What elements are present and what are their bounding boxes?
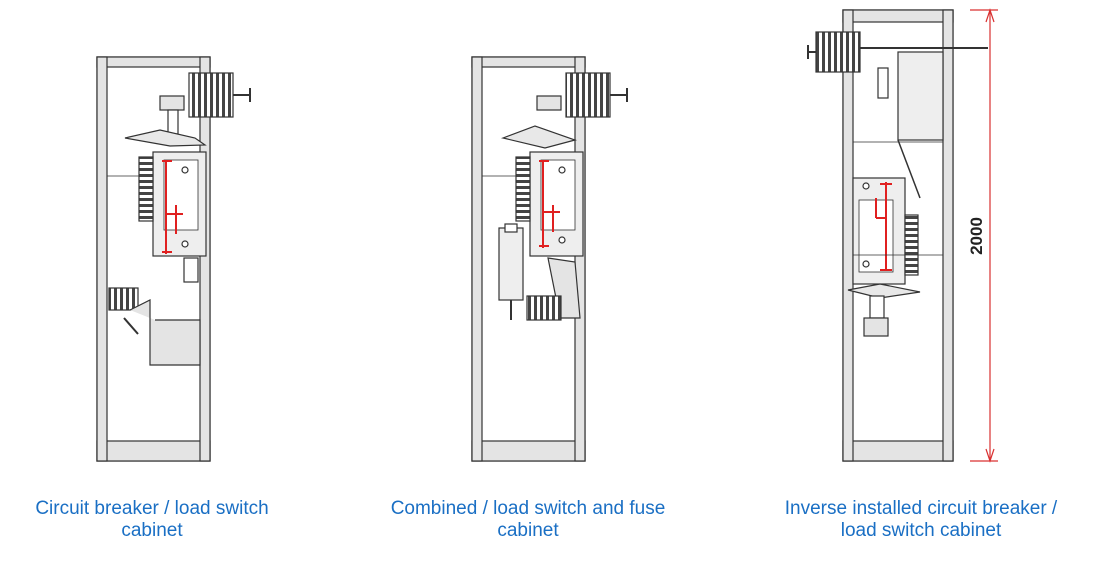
dimension-value: 2000 <box>967 217 986 255</box>
cabinet-left-post <box>471 56 483 462</box>
caption-line: cabinet <box>121 520 183 541</box>
height-dimension <box>970 8 998 463</box>
cabinet-top-bar <box>471 56 586 68</box>
bushing-insulator <box>188 72 251 118</box>
caption-line: Inverse installed circuit breaker / <box>784 498 1058 519</box>
cabinet-circuit-breaker <box>96 56 251 462</box>
cabinet-inverse-installed <box>807 9 988 462</box>
lower-insulator <box>108 287 139 311</box>
fuse-holder <box>498 227 524 301</box>
current-path <box>539 160 560 248</box>
bushing-insulator <box>565 72 628 118</box>
cabinet-left-post <box>842 9 854 462</box>
caption-line: Circuit breaker / load switch <box>35 498 269 519</box>
cabinet-right-post <box>574 56 586 462</box>
cabinet-right-post <box>199 56 211 462</box>
caption-line: load switch cabinet <box>840 520 1002 541</box>
caption-inverse-installed: Inverse installed circuit breaker / load… <box>741 498 1101 542</box>
cabinet-combined-fuse <box>471 56 628 462</box>
cabinet-bottom-bar <box>842 440 954 462</box>
cabinet-bottom-bar <box>96 440 211 462</box>
cabinet-top-bar <box>842 9 954 23</box>
current-path <box>162 160 183 254</box>
cabinet-right-post <box>942 9 954 462</box>
caption-circuit-breaker: Circuit breaker / load switch cabinet <box>0 498 332 542</box>
caption-line: Combined / load switch and fuse <box>390 498 666 519</box>
bushing-insulator <box>807 31 861 73</box>
lower-insulator <box>526 295 562 321</box>
caption-line: cabinet <box>497 520 559 541</box>
cabinet-left-post <box>96 56 108 462</box>
cabinet-top-bar <box>96 56 211 68</box>
caption-combined-fuse: Combined / load switch and fuse cabinet <box>348 498 708 542</box>
cabinet-bottom-bar <box>471 440 586 462</box>
